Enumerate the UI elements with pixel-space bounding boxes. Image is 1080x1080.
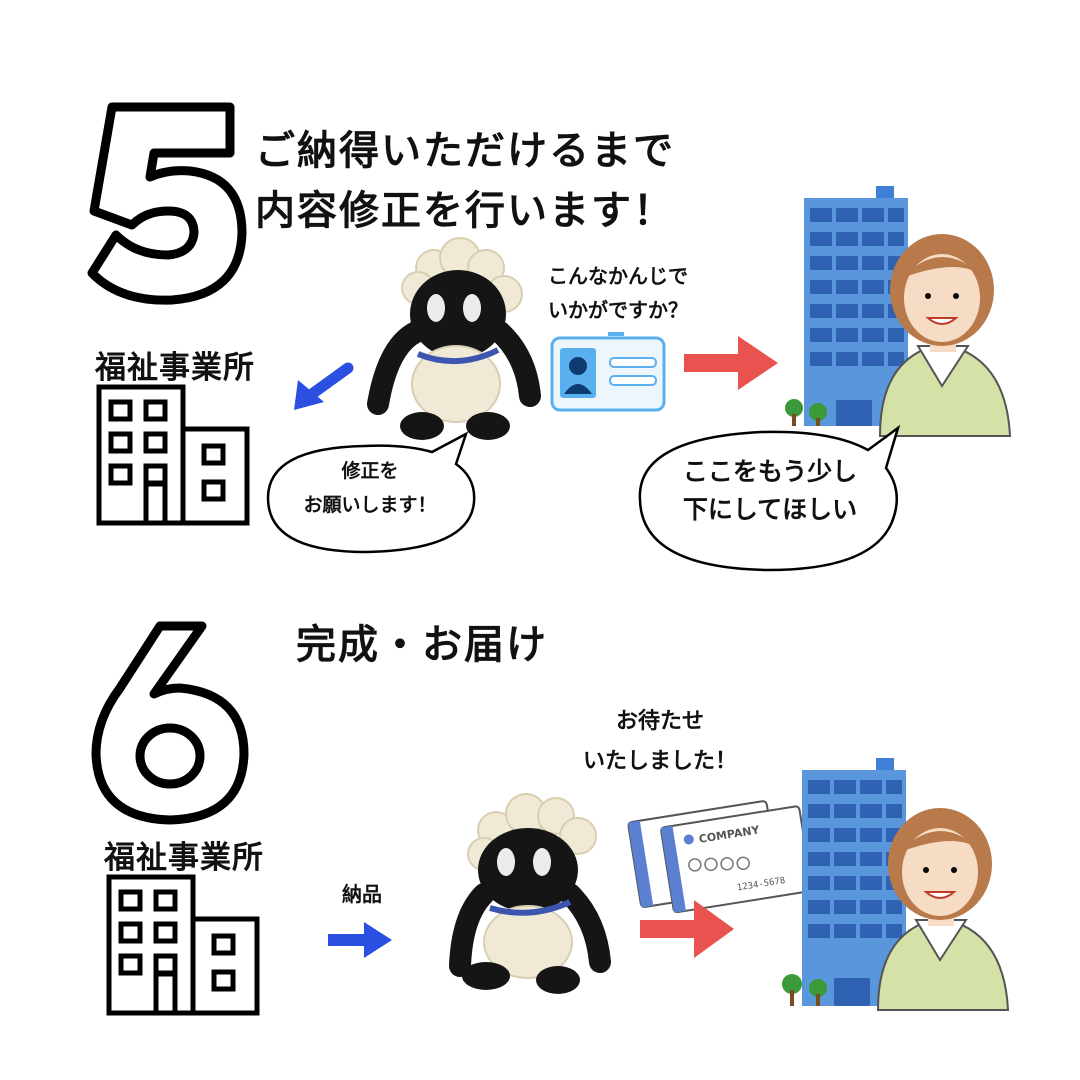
sheep-mascot-image <box>368 236 540 446</box>
office-label-6: 福祉事業所 <box>104 832 264 877</box>
staff-bubble-line2: お願いします！ <box>270 490 470 517</box>
client-bubble-line2: 下にしてほしい <box>660 490 880 526</box>
staff-bubble-line1: 修正を <box>290 456 450 483</box>
client-woman-image <box>872 226 1014 436</box>
step-5-number <box>80 95 250 310</box>
red-arrow-delivery-icon <box>640 898 736 962</box>
office-building-icon <box>96 384 252 526</box>
client-woman-image <box>870 800 1012 1010</box>
proposal-line2: いかがですか？ <box>548 292 728 328</box>
proposal-line1: こんなかんじで <box>548 258 728 294</box>
step-5-heading-line1: ご納得いただけるまで <box>255 122 675 180</box>
blue-arrow-delivery-icon <box>328 920 394 960</box>
step-6-number <box>84 616 254 826</box>
office-label-5: 福祉事業所 <box>95 342 255 387</box>
id-card-icon <box>550 336 666 412</box>
red-arrow-to-client-icon <box>684 334 780 394</box>
blue-arrow-to-office-icon <box>290 362 352 414</box>
wait-line1: お待たせ <box>560 704 760 740</box>
step-5-heading-line2: 内容修正を行います！ <box>255 182 675 240</box>
step-6-heading: 完成・お届け <box>296 616 548 674</box>
delivery-label: 納品 <box>330 876 394 912</box>
sheep-mascot-image <box>440 790 612 1000</box>
wait-line2: いたしました！ <box>540 744 780 780</box>
client-bubble-line1: ここをもう少し <box>660 452 880 488</box>
office-building-icon <box>106 874 262 1016</box>
